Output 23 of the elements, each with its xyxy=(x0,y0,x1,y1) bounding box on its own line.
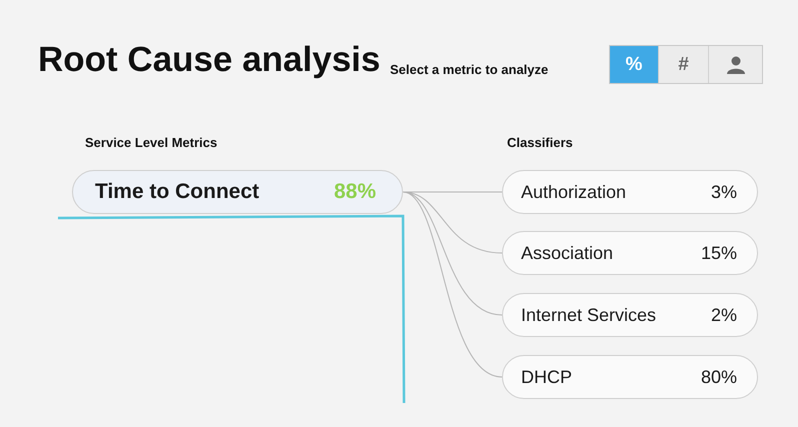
metric-name: DHCP xyxy=(521,366,572,388)
connector-line xyxy=(402,192,502,378)
percentage-value: 3% xyxy=(710,182,737,202)
page-title: Root Cause analysis xyxy=(38,40,380,80)
metric-name: Authorization xyxy=(521,182,626,202)
classifier-pill xyxy=(502,231,758,275)
metric-pill xyxy=(72,170,403,214)
classifier-pill xyxy=(502,170,758,214)
classifier-pill xyxy=(502,355,758,399)
metric-name: Association xyxy=(521,242,614,264)
metric-name: Time to Connect xyxy=(95,180,260,204)
percentage-value: 88% xyxy=(334,180,376,204)
percentage-value: 80% xyxy=(700,366,737,388)
section-heading: Classifiers xyxy=(507,135,573,150)
percentage-value: 2% xyxy=(710,304,737,326)
classifier-pill xyxy=(502,293,758,337)
section-heading: Service Level Metrics xyxy=(85,135,218,150)
metric-name: Internet Services xyxy=(521,304,656,326)
percentage-value: 15% xyxy=(700,242,737,264)
connector-line xyxy=(402,192,502,316)
percent-toggle-button: % xyxy=(610,46,658,83)
count-toggle-button: # xyxy=(658,46,708,83)
instruction-text: Select a metric to analyze xyxy=(390,62,548,77)
